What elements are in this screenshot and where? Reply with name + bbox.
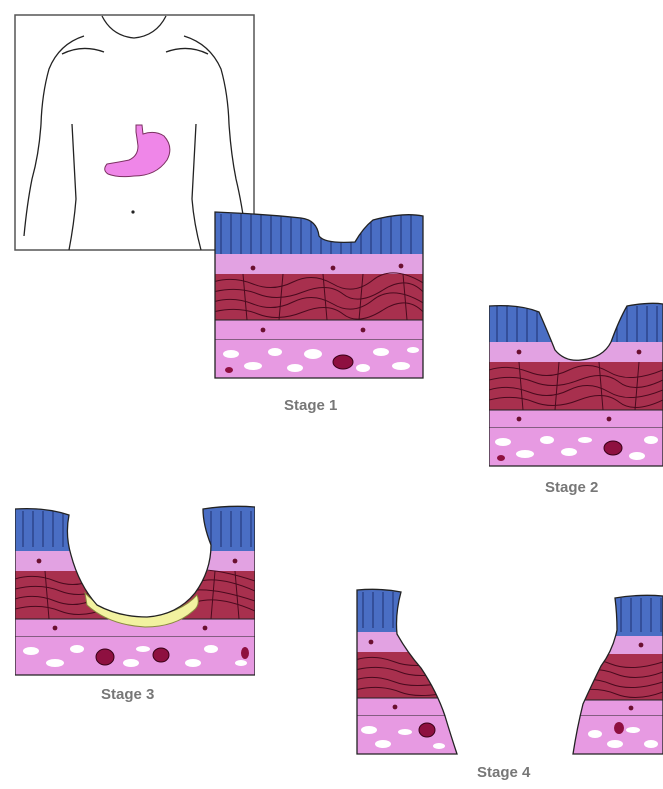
stage-2-tissue xyxy=(489,300,663,468)
muscle-layer xyxy=(571,654,663,700)
vessel xyxy=(614,722,624,734)
mucosa-layer xyxy=(355,588,459,632)
submucosa-layer xyxy=(213,254,425,274)
serosa-layer xyxy=(571,700,663,716)
serosa-layer xyxy=(213,320,425,340)
navel xyxy=(131,210,134,213)
serosa-layer xyxy=(489,410,663,428)
submucosa-layer xyxy=(15,551,255,571)
stage-1-label: Stage 1 xyxy=(284,397,337,414)
muscle-layer xyxy=(15,571,255,619)
stage-1-svg xyxy=(213,210,425,382)
stage-4-right-svg xyxy=(571,594,663,756)
stage-4-right-tissue xyxy=(571,594,663,756)
stage-2-label: Stage 2 xyxy=(545,479,598,496)
subserosa-layer xyxy=(15,637,255,677)
subserosa-layer xyxy=(355,716,459,756)
vessel xyxy=(333,355,353,369)
vessel xyxy=(96,649,114,665)
stage-1-tissue xyxy=(213,210,425,382)
subserosa-layer xyxy=(571,716,663,756)
vessel xyxy=(419,723,435,737)
stage-4-label: Stage 4 xyxy=(477,764,530,781)
stage-3-svg xyxy=(15,505,255,677)
stage-2-svg xyxy=(489,300,663,468)
subserosa-layer xyxy=(213,340,425,382)
stage-4-left-svg xyxy=(355,588,459,756)
muscle-layer xyxy=(355,652,459,698)
stage-3-tissue xyxy=(15,505,255,677)
subserosa-layer xyxy=(489,428,663,468)
stage-4-left-tissue xyxy=(355,588,459,756)
vessel xyxy=(604,441,622,455)
mucosa-layer xyxy=(15,505,255,551)
submucosa-layer xyxy=(571,636,663,654)
stage-3-label: Stage 3 xyxy=(101,686,154,703)
